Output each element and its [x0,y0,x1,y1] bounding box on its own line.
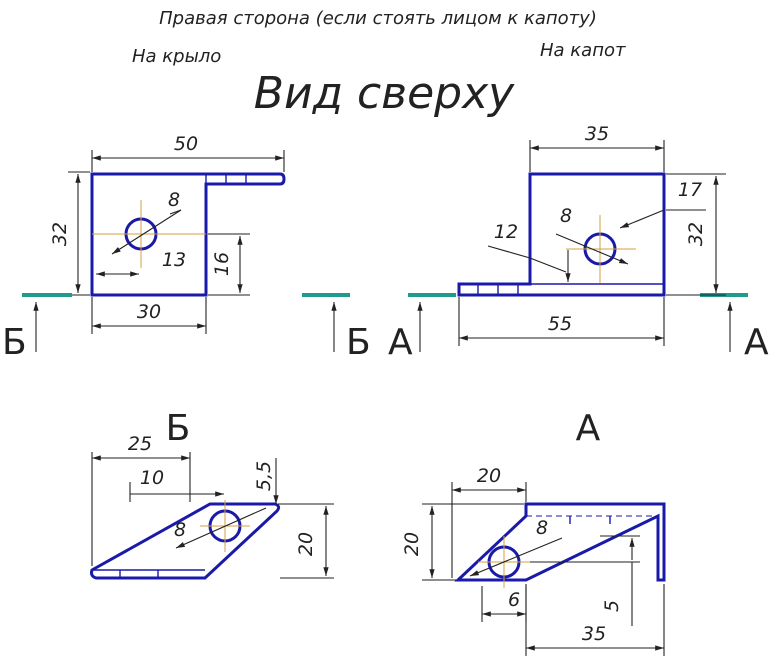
dim-8-right: 8 [560,205,572,227]
dim-20-a-top: 20 [477,465,501,487]
dim-8-left: 8 [168,189,180,211]
section-label-b-right: Б [346,322,371,363]
section-label-a-left: А [388,322,413,363]
dim-8-a: 8 [536,517,548,539]
section-label-b-left: Б [2,322,27,363]
section-label-a-right: А [744,322,769,363]
dim-20-b: 20 [295,532,317,556]
dim-8-b: 8 [174,519,186,541]
section-b-part [90,500,281,580]
dim-5-5: 5,5 [253,461,275,491]
dim-12: 12 [494,221,518,243]
top-right-part [457,172,666,297]
dim-35-top: 35 [585,123,609,145]
dim-5: 5 [601,600,623,612]
dim-25: 25 [128,433,152,455]
title-note: Правая сторона (если стоять лицом к капо… [159,8,597,29]
section-a-dimensions: 20 20 8 6 5 35 [401,465,665,656]
dim-30: 30 [137,301,161,323]
dim-35-a: 35 [582,623,606,645]
section-a-part [454,502,666,588]
top-left-part [90,172,286,297]
dim-10: 10 [140,467,164,489]
dim-16: 16 [211,252,233,276]
dim-55: 55 [548,313,572,335]
dim-32-left: 32 [49,222,71,246]
right-side-label: На капот [540,40,626,61]
dim-13: 13 [162,249,186,271]
dim-32-right: 32 [685,222,707,246]
dim-20-a-side: 20 [401,532,423,556]
view-title: Вид сверху [254,68,515,119]
dim-50: 50 [174,133,198,155]
section-view-title-a: А [576,408,601,449]
top-left-dimensions: 50 32 8 13 16 30 [49,133,285,334]
section-b-dimensions: 25 10 5,5 8 20 [91,433,334,579]
top-right-dimensions: 35 32 17 8 12 55 [458,123,726,346]
section-view-title-b: Б [166,408,191,449]
dim-6: 6 [508,589,520,611]
dim-17: 17 [678,179,702,201]
left-side-label: На крыло [132,46,221,67]
